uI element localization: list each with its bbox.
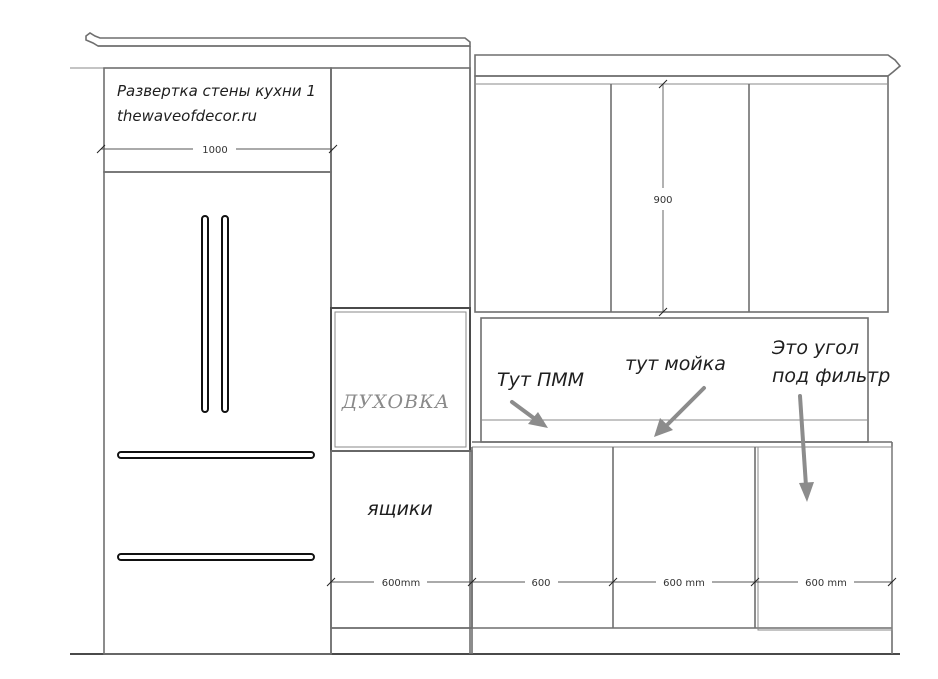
freezer-handle-top (117, 451, 315, 459)
dishwasher-arrow (510, 400, 548, 428)
crown-molding-left (85, 32, 471, 47)
fridge-handle-right (221, 215, 229, 413)
dimension-cabinet-2: 600 (467, 577, 613, 589)
oven-upper-cabinet (330, 67, 471, 309)
crown-molding-right (474, 54, 902, 77)
drawing-title: Развертка стены кухни 1 (117, 82, 316, 100)
drawers-label: ящики (367, 498, 433, 520)
site-name: thewaveofdecor.ru (117, 107, 257, 125)
sink-note: тут мойка (625, 353, 726, 375)
dimension-1000-label: 1000 (202, 145, 227, 156)
sink-arrow (654, 386, 706, 437)
corner-cabinet (757, 446, 893, 631)
corner-note-line2: под фильтр (772, 365, 890, 387)
upper-cabinets-frame (474, 75, 889, 313)
dimension-900-label: 900 (653, 195, 672, 206)
dimension-cabinet-4-label: 600 mm (805, 578, 847, 589)
dimension-cabinet-4: 600 mm (750, 577, 897, 589)
dimension-cabinet-2-label: 600 (531, 578, 550, 589)
drawers-cabinet (330, 450, 473, 629)
dimension-1000: 1000 (96, 144, 338, 156)
oven-door (334, 311, 467, 448)
dimension-cabinet-3-label: 600 mm (663, 578, 705, 589)
corner-arrow (798, 394, 814, 502)
dimension-drawers-label: 600mm (382, 578, 421, 589)
fridge-handle-left (201, 215, 209, 413)
dimension-cabinet-3: 600 mm (608, 577, 755, 589)
dishwasher-note: Тут ПММ (497, 369, 584, 391)
dimension-900: 900 (653, 79, 673, 317)
corner-note-line1: Это угол (771, 337, 859, 359)
fridge-body (103, 171, 332, 655)
freezer-handle-bottom (117, 553, 315, 561)
oven-frame (330, 307, 471, 452)
dimension-drawers: 600mm (326, 577, 472, 589)
oven-label: ДУХОВКА (341, 391, 450, 413)
